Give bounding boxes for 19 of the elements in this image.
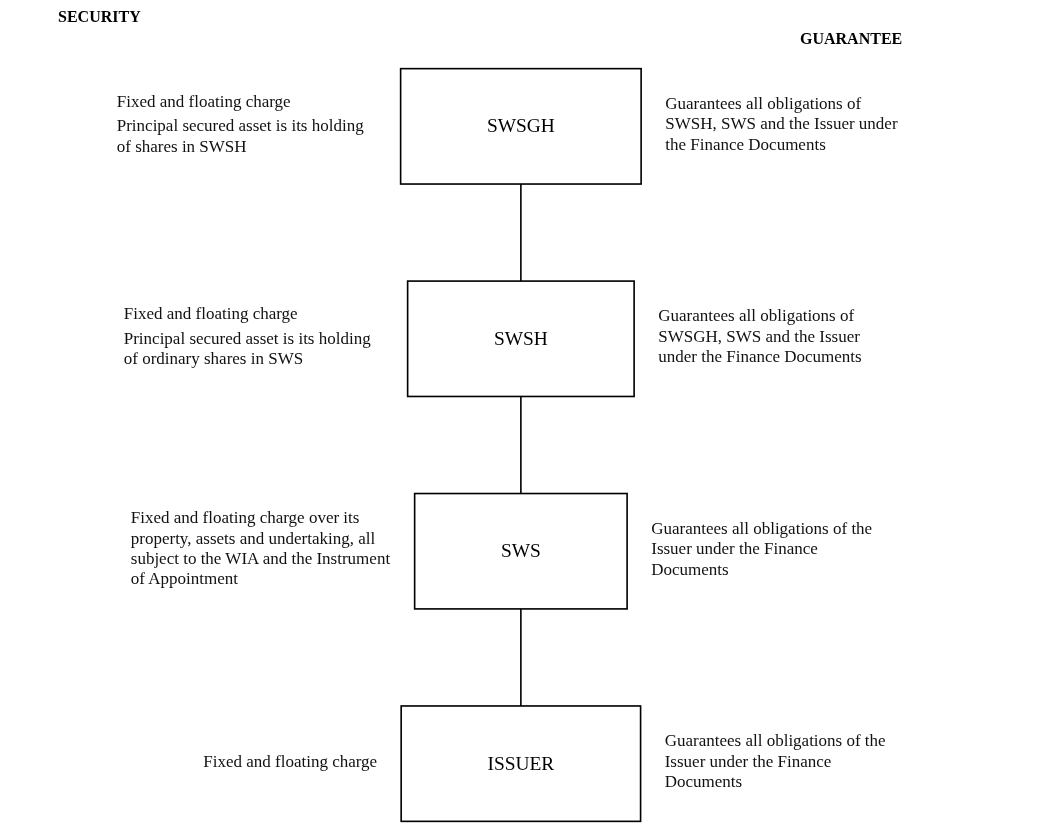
guarantee-text: Guarantees all obligations of SWSH, SWS and the Issuer under the Finance Documents: [665, 93, 899, 155]
column-heading: SECURITY: [58, 8, 141, 26]
security-text: Fixed and floating charge: [123, 304, 299, 325]
node-box: ISSUER: [400, 705, 642, 823]
connector: [520, 183, 522, 282]
node-box: SWSH: [406, 280, 636, 398]
security-text: Principal secured asset is its holding of ordinary shares in SWS: [123, 328, 372, 370]
guarantee-text: Guarantees all obligations of SWSGH, SWS and the Issuer under the Finance Documents: [658, 306, 863, 368]
security-text: Fixed and floating charge over its property, assets and undertaking, all subject to the WIA and the Instrument of Appointment: [130, 508, 391, 590]
guarantee-text: Guarantees all obligations of the Issuer under the Finance Documents: [664, 731, 887, 793]
column-heading: GUARANTEE: [800, 30, 903, 48]
security-text: Fixed and floating charge: [203, 751, 378, 773]
node-box: SWS: [413, 492, 629, 610]
connector: [520, 608, 522, 707]
security-text: Fixed and floating charge: [116, 91, 292, 113]
security-text: Principal secured asset is its holding of shares in SWSH: [116, 116, 365, 157]
node-box: SWSGH: [399, 67, 643, 185]
guarantee-text: Guarantees all obligations of the Issuer under the Finance Documents: [651, 518, 874, 580]
connector: [520, 395, 522, 495]
